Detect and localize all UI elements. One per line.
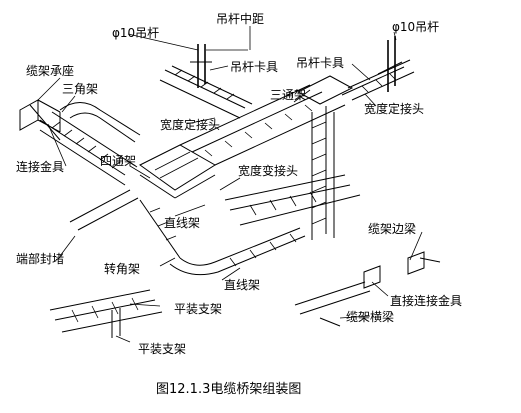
upper-tray-run — [159, 65, 253, 119]
label-triangle-bracket: 三角架 — [62, 82, 99, 96]
label-connector: 连接金具 — [16, 160, 65, 174]
label-rod-left: φ10吊杆 — [112, 26, 160, 40]
bottom-flat-bracket-tray — [49, 289, 163, 338]
label-reducer: 宽度变接头 — [238, 164, 299, 178]
label-corner: 转角架 — [104, 262, 141, 276]
left-diagonal-tray — [39, 111, 138, 186]
label-edge-beam: 缆架边梁 — [368, 222, 417, 236]
label-tee: 三通架 — [270, 88, 307, 102]
hanger-rod-left — [190, 44, 212, 88]
upper-right-tray — [341, 59, 415, 101]
upper-left-bend — [59, 102, 141, 143]
mid-tray-to-tee — [179, 84, 346, 166]
label-end-cap: 端部封堵 — [16, 252, 65, 266]
label-width-joint-mid: 宽度定接头 — [160, 118, 221, 132]
label-tray-support: 缆架承座 — [26, 64, 75, 78]
label-clamp-left: 吊杆卡具 — [230, 60, 279, 74]
figure-caption: 图12.1.3电缆桥架组装图 — [156, 382, 302, 397]
leader-lines — [37, 26, 423, 343]
label-flat-bracket-1: 平装支架 — [174, 302, 223, 316]
label-width-joint-right: 宽度定接头 — [364, 102, 425, 116]
tee-and-vertical-ladder — [296, 75, 354, 240]
detail-edge-and-cross-beam — [294, 251, 441, 327]
label-straight-bottom: 直线架 — [224, 278, 261, 292]
reducer-and-lower-right-tray — [224, 174, 361, 226]
label-rod-spacing: 吊杆中距 — [216, 12, 265, 26]
label-straight-mid: 直线架 — [164, 216, 201, 230]
label-direct-connector: 直接连接金具 — [390, 294, 463, 308]
four-way-junction — [139, 144, 216, 199]
label-cross-beam: 缆架横梁 — [346, 310, 395, 324]
label-cross: 四通架 — [100, 154, 137, 168]
lower-tray-and-corner — [69, 189, 306, 276]
label-flat-bracket-2: 平装支架 — [138, 342, 187, 356]
label-rod-right: φ10吊杆 — [392, 20, 440, 34]
hanger-rod-right — [377, 36, 403, 92]
label-clamp-right: 吊杆卡具 — [296, 56, 345, 70]
